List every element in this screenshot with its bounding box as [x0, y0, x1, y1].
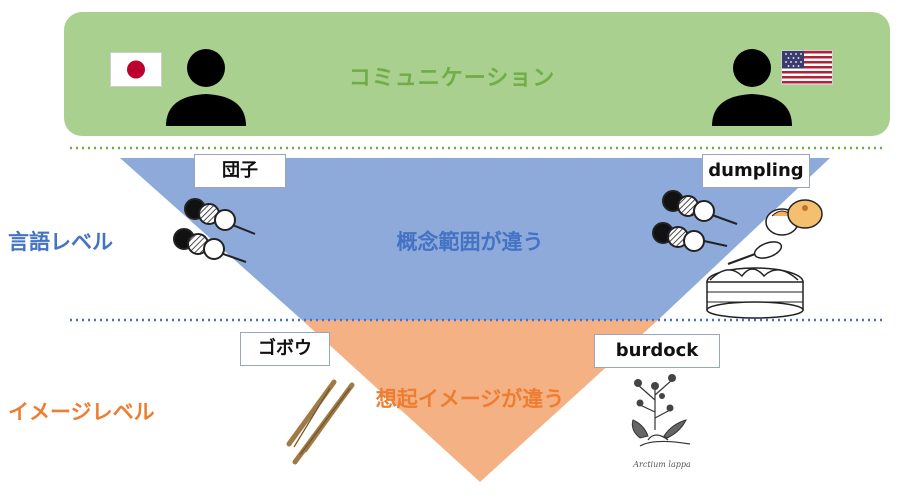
label-gobou-jp: ゴボウ [240, 332, 330, 366]
burdock-plant-caption: Arctium lappa [633, 460, 691, 469]
communication-title: コミュニケーション [348, 66, 556, 91]
language-level-label: 言語レベル [8, 230, 113, 254]
concept-range-text: 概念範囲が違う [396, 230, 544, 254]
label-dumpling-en: dumpling [702, 154, 810, 188]
usa-flag-icon [781, 50, 833, 85]
label-dango-jp: 団子 [194, 154, 286, 188]
language-level-trapezoid [120, 158, 830, 320]
label-burdock-en: burdock [594, 334, 720, 368]
image-level-label: イメージレベル [8, 400, 155, 424]
japan-flag-icon [110, 52, 162, 87]
recalled-image-text: 想起イメージが違う [375, 387, 565, 411]
image-level-triangle [302, 320, 658, 482]
